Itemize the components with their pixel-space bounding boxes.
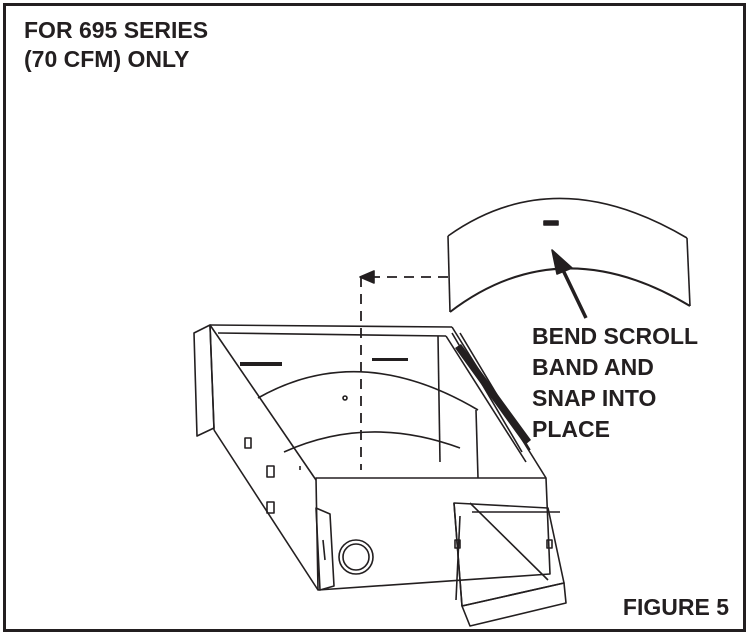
discharge-duct xyxy=(453,502,567,627)
callout-line-1: BEND SCROLL xyxy=(532,323,699,349)
scroll-band xyxy=(447,197,691,313)
callout-line-4: PLACE xyxy=(532,416,610,442)
scroll-band-callout: BEND SCROLL BAND AND SNAP INTO PLACE xyxy=(532,321,698,445)
series-note: FOR 695 SERIES (70 CFM) ONLY xyxy=(24,16,208,74)
series-note-line-1: FOR 695 SERIES xyxy=(24,17,209,43)
series-note-line-2: (70 CFM) ONLY xyxy=(24,46,190,72)
scroll-band-tab xyxy=(543,220,559,226)
figure-label: FIGURE 5 xyxy=(622,594,729,620)
callout-line-3: SNAP INTO xyxy=(532,385,657,411)
insertion-arrowhead xyxy=(359,270,375,284)
insertion-path-dashed xyxy=(360,276,448,470)
callout-line-2: BAND AND xyxy=(532,354,654,380)
figure-frame xyxy=(3,3,746,632)
callout-arrow xyxy=(551,249,588,319)
housing-box xyxy=(193,324,551,591)
